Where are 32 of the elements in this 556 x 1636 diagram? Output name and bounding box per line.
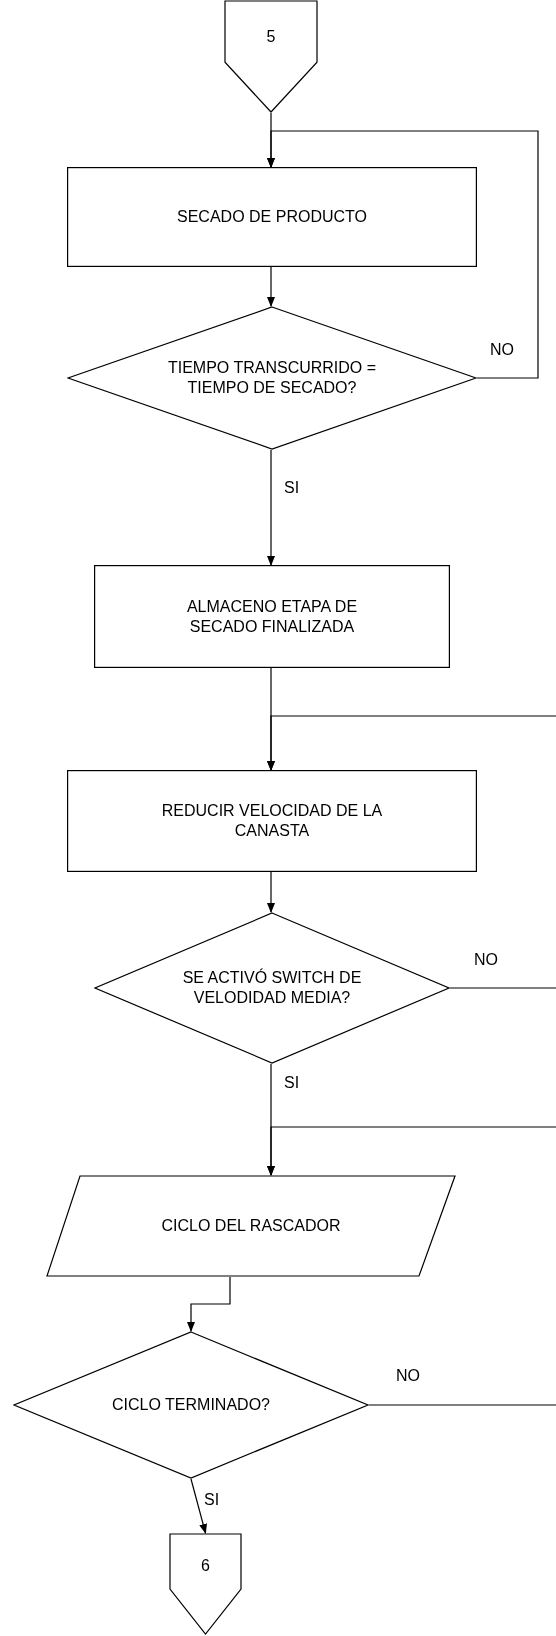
arrow — [190, 1478, 208, 1534]
node-text: ALMACENO ETAPA DE SECADO FINALIZADA — [185, 596, 359, 637]
node-text: REDUCIR VELOCIDAD DE LA CANASTA — [160, 801, 384, 841]
arrow — [267, 266, 275, 307]
off-page-connector — [224, 0, 318, 113]
decision-diamond — [94, 912, 450, 1064]
decision-diamond — [67, 306, 477, 450]
edge-label: NO — [490, 342, 514, 358]
arrow — [187, 1276, 231, 1332]
arrow — [267, 715, 556, 771]
node-text: 6 — [201, 1556, 210, 1577]
edge-label: SI — [284, 480, 300, 496]
node-text: SECADO DE PRODUCTO — [177, 207, 367, 227]
edge-label: SI — [204, 1492, 220, 1508]
node-text: 5 — [266, 26, 276, 47]
edge-label: SI — [284, 1075, 300, 1091]
arrow — [267, 130, 539, 379]
node-text: CICLO TERMINADO? — [112, 1395, 270, 1415]
decision-diamond — [13, 1331, 369, 1479]
process-box — [94, 565, 450, 668]
off-page-connector — [169, 1533, 242, 1635]
input-output-parallelogram — [46, 1175, 456, 1277]
node-text: SE ACTIVÓ SWITCH DE VELODIDAD MEDIA? — [181, 968, 363, 1008]
node-text: CICLO DEL RASCADOR — [161, 1216, 341, 1236]
arrow — [267, 449, 275, 566]
process-box — [67, 770, 477, 872]
arrow — [267, 1126, 556, 1176]
arrow — [267, 871, 275, 913]
node-text: TIEMPO TRANSCURRIDO = TIEMPO DE SECADO? — [166, 358, 378, 398]
process-box — [67, 167, 477, 267]
edge-label: NO — [474, 952, 498, 968]
edge-label: NO — [396, 1368, 420, 1384]
